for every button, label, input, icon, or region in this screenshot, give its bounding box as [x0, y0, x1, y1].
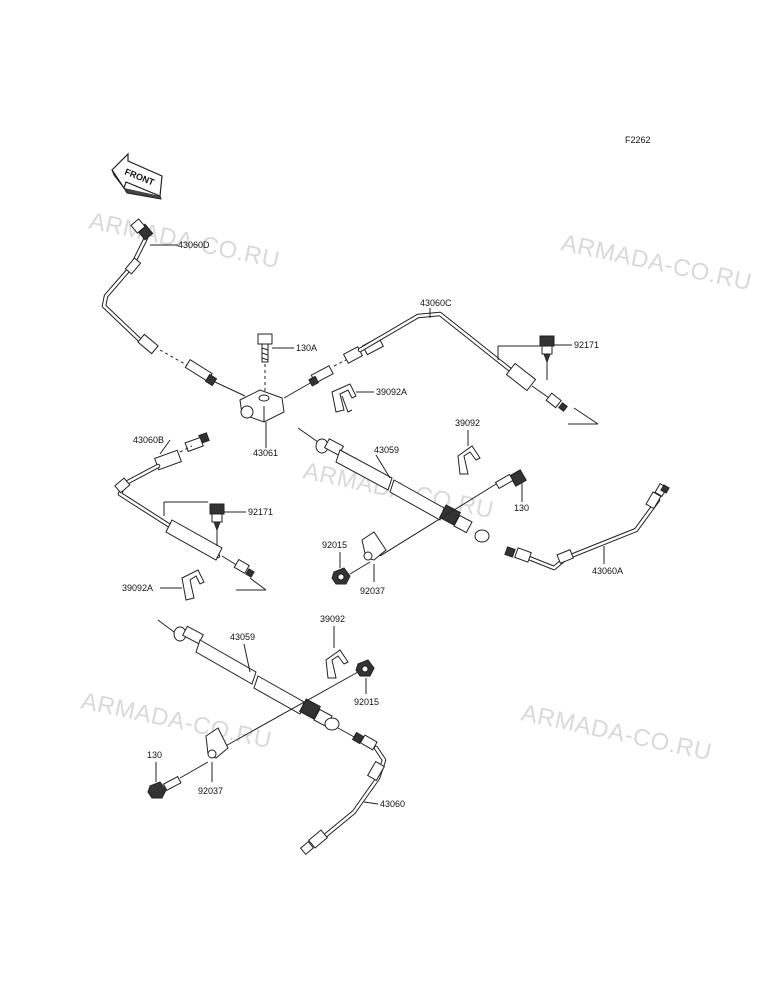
label-92171-mid: 92171	[248, 507, 273, 517]
joint-43061	[239, 389, 285, 423]
clip-39092A-mid	[181, 569, 205, 601]
clip-39092A-top	[331, 383, 357, 413]
label-39092A-mid: 39092A	[122, 583, 153, 593]
bolt-130-bottom	[147, 775, 182, 799]
brake-line-43060A	[504, 482, 670, 571]
label-43059-top: 43059	[374, 445, 399, 455]
brake-line-43060	[299, 731, 387, 855]
label-92015-bot: 92015	[354, 697, 379, 707]
label-130A: 130A	[296, 343, 317, 353]
fitting-left-upper	[184, 359, 218, 387]
label-43059-bot: 43059	[230, 632, 255, 642]
clamp-92037-bottom	[205, 727, 229, 759]
bolt-130A	[257, 333, 273, 363]
label-43060D: 43060D	[178, 240, 210, 250]
label-92037-bot: 92037	[198, 786, 223, 796]
label-43061: 43061	[253, 448, 278, 458]
clamp-92037-mid	[361, 531, 387, 561]
clip-39092-top	[457, 445, 481, 475]
label-39092A-top: 39092A	[376, 387, 407, 397]
label-43060B: 43060B	[133, 435, 164, 445]
label-92015-mid: 92015	[322, 540, 347, 550]
brake-line-43060B	[114, 432, 255, 578]
front-arrow-icon: FRONT	[111, 152, 163, 200]
watermark: ARMADA-CO.RU	[559, 229, 754, 296]
diagram-code: F2262	[625, 135, 651, 145]
watermark: ARMADA-CO.RU	[79, 687, 274, 754]
label-43060C: 43060C	[420, 298, 452, 308]
label-92171-top: 92171	[574, 340, 599, 350]
brake-hose-43059-bottom	[157, 619, 340, 731]
brake-line-43060D	[101, 218, 159, 355]
nut-92015-bottom	[355, 659, 375, 677]
label-92037-mid: 92037	[360, 586, 385, 596]
label-39092-top: 39092	[455, 418, 480, 428]
label-39092-bot: 39092	[320, 614, 345, 624]
label-43060A: 43060A	[592, 566, 623, 576]
sensor-92171-mid	[209, 503, 225, 546]
label-130-mid: 130	[514, 503, 529, 513]
label-130-bot: 130	[147, 750, 162, 760]
clip-39092-bottom	[325, 649, 349, 679]
brake-line-43060C	[308, 311, 568, 412]
brake-hose-43059-top	[297, 427, 490, 543]
watermark: ARMADA-CO.RU	[519, 699, 714, 766]
sensor-92171-top	[539, 335, 555, 380]
nut-92015-mid	[331, 567, 351, 585]
label-43060: 43060	[380, 799, 405, 809]
